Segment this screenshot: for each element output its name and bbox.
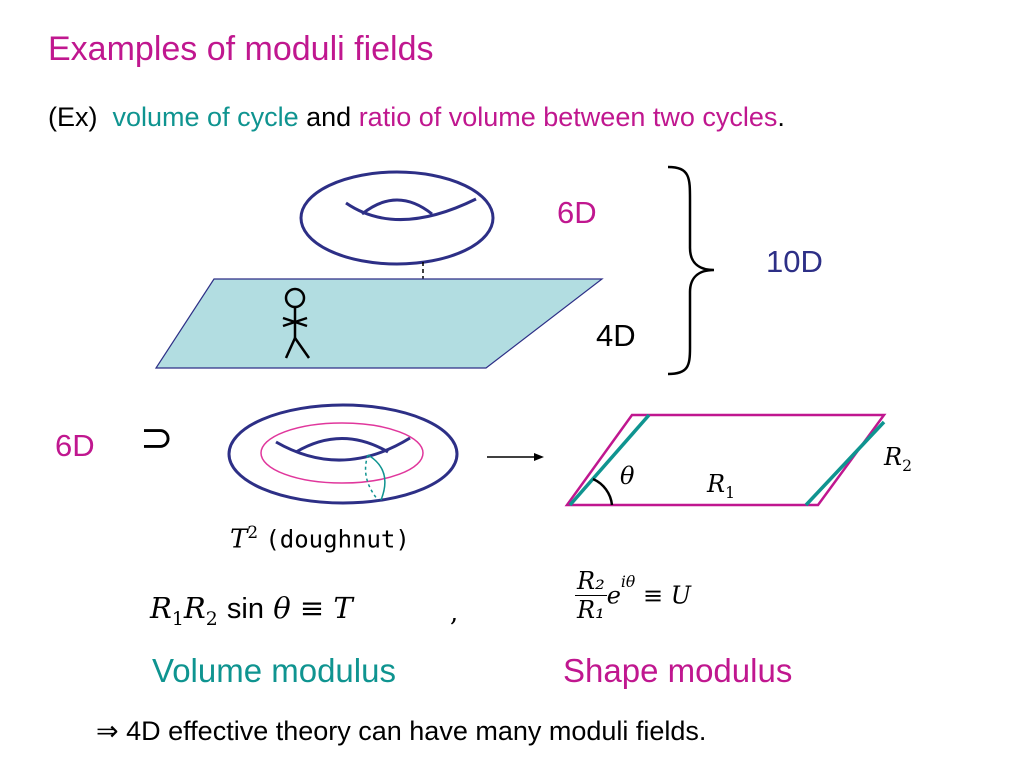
shape-modulus-caption: Shape modulus [563, 652, 793, 689]
intro-prefix: (Ex) [48, 102, 98, 132]
label-4d: 4D [596, 318, 636, 353]
intro-term-volume: volume of cycle [112, 102, 299, 132]
label-6d-compact: 6D [55, 428, 95, 463]
intro-line: (Ex) volume of cycle and ratio of volume… [48, 102, 785, 133]
angle-label: θ [620, 462, 635, 490]
a-cycle [260, 422, 424, 484]
torus-exponent: 2 [247, 522, 259, 542]
torus-name: T [230, 524, 248, 555]
torus-caption: T2 (doughnut) [230, 522, 410, 555]
slide-title: Examples of moduli fields [48, 30, 434, 68]
volume-modulus-caption: Volume modulus [152, 652, 396, 689]
b-cycle [367, 454, 386, 501]
conclusion: ⇒ 4D effective theory can have many modu… [96, 716, 707, 746]
upper-torus [299, 170, 495, 266]
label-10d: 10D [766, 244, 823, 279]
curly-brace [667, 165, 715, 376]
parallelogram [564, 413, 887, 507]
side-r1-label: R1 [707, 470, 735, 502]
volume-formula: R1R2 sin θ ≡ T [150, 591, 353, 630]
angle-arc [592, 477, 614, 506]
shape-formula: R₂ R₁ eiθ ≡ U [575, 567, 691, 624]
arrow-icon [487, 453, 544, 461]
ratio-fraction: R₂ R₁ [575, 567, 607, 624]
intro-joiner: and [306, 102, 352, 132]
person-icon [282, 287, 311, 359]
intro-period: . [777, 102, 785, 132]
spacetime-plane [154, 278, 604, 369]
superset-symbol: ⊃ [140, 415, 174, 461]
lower-torus [227, 403, 459, 505]
label-6d-internal: 6D [557, 195, 597, 230]
side-r2-label: R2 [884, 443, 912, 475]
torus-description: (doughnut) [265, 525, 410, 554]
intro-term-ratio: ratio of volume between two cycles [358, 102, 778, 132]
formula-comma: , [450, 598, 459, 628]
